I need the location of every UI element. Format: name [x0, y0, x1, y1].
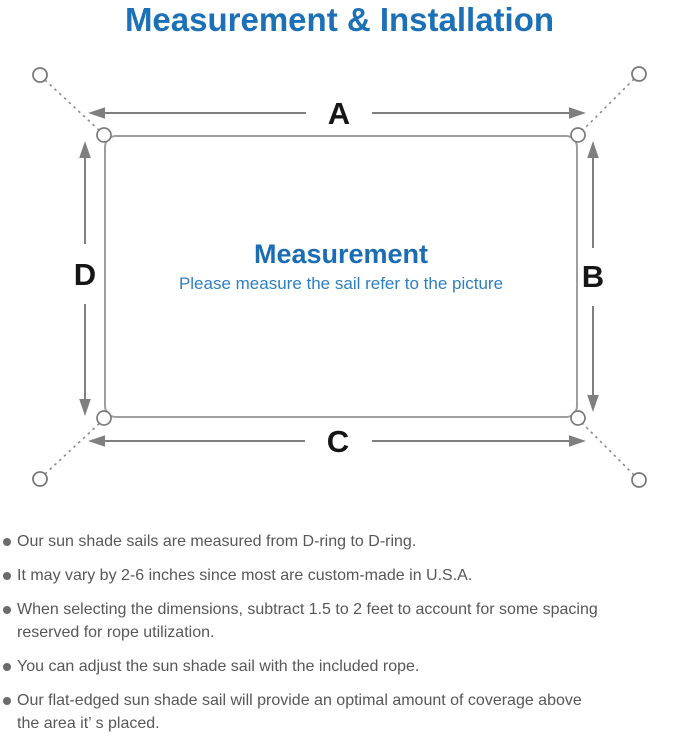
anchor-rings — [32, 66, 647, 488]
corner-d-rings — [96, 127, 586, 426]
diagram-container: A C D B Measurement Please meas — [0, 56, 679, 516]
note-text: It may vary by 2-6 inches since most are… — [17, 567, 473, 584]
list-item: It may vary by 2-6 inches since most are… — [0, 564, 671, 587]
arrowhead-left-icon — [88, 435, 105, 447]
arrowhead-left-icon — [88, 107, 105, 119]
arrowhead-down-icon — [79, 399, 91, 416]
rope-line-top-left — [44, 79, 102, 133]
list-item: You can adjust the sun shade sail with t… — [0, 655, 671, 678]
note-text: Our sun shade sails are measured from D-… — [17, 533, 417, 550]
bullet-icon — [3, 605, 11, 614]
dimension-label-d: D — [74, 257, 96, 292]
dimension-label-b: B — [582, 259, 604, 294]
anchor-ring-icon-top-left — [32, 67, 48, 83]
arrowhead-up-icon — [79, 141, 91, 158]
dimension-arrow-d: D — [74, 141, 96, 416]
bullet-icon — [3, 537, 11, 546]
notes-list: Our sun shade sails are measured from D-… — [0, 516, 679, 735]
list-item: Our sun shade sails are measured from D-… — [0, 530, 671, 553]
list-item: Our flat-edged sun shade sail will provi… — [0, 689, 671, 735]
arrowhead-right-icon — [569, 435, 586, 447]
page-title: Measurement & Installation — [124, 1, 555, 38]
d-ring-icon-bottom-right — [570, 410, 586, 426]
note-text: You can adjust the sun shade sail with t… — [17, 658, 420, 675]
d-ring-icon-bottom-left — [96, 410, 112, 426]
anchor-ring-icon-bottom-right — [631, 472, 647, 488]
arrowhead-down-icon — [587, 395, 599, 412]
dimension-label-c: C — [327, 424, 349, 459]
anchor-ring-icon-bottom-left — [32, 471, 48, 487]
bullet-icon — [3, 696, 11, 705]
diagram-subtitle: Please measure the sail refer to the pic… — [179, 274, 503, 293]
d-ring-icon-top-right — [570, 127, 586, 143]
dimension-arrow-b: B — [582, 141, 604, 412]
measurement-diagram: A C D B Measurement Please meas — [32, 66, 647, 488]
diagram-heading: Measurement — [254, 239, 428, 269]
bullet-icon — [3, 662, 11, 671]
rope-line-bottom-right — [580, 421, 635, 476]
rope-line-bottom-left — [44, 421, 102, 475]
note-text: Our flat-edged sun shade sail will provi… — [17, 692, 582, 732]
rope-line-top-right — [580, 78, 635, 133]
arrowhead-right-icon — [569, 107, 586, 119]
dimension-arrow-c: C — [88, 424, 586, 459]
d-ring-icon-top-left — [96, 127, 112, 143]
arrowhead-up-icon — [587, 141, 599, 158]
anchor-ring-icon-top-right — [631, 66, 647, 82]
shade-sail-outline — [104, 135, 578, 418]
dimension-label-a: A — [328, 96, 350, 131]
list-item: When selecting the dimensions, subtract … — [0, 598, 671, 644]
dimension-arrow-a: A — [88, 96, 586, 131]
bullet-icon — [3, 571, 11, 580]
note-text: When selecting the dimensions, subtract … — [17, 601, 598, 641]
